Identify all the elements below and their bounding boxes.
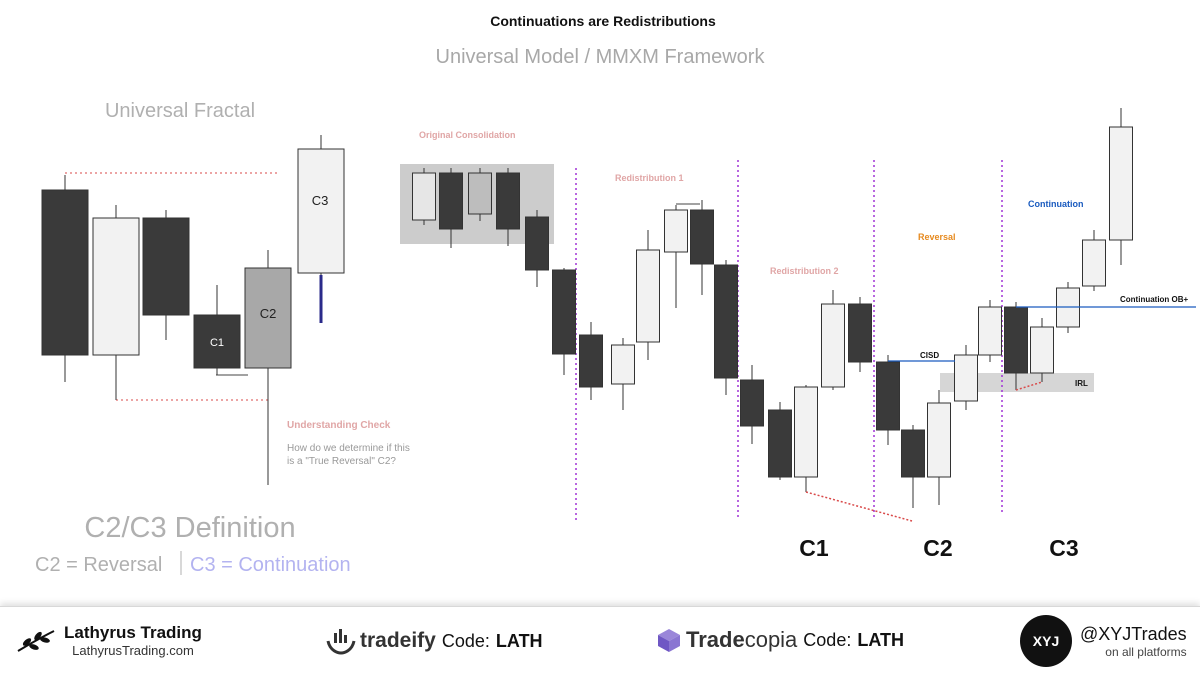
chart-candle-body-8 [611,344,635,385]
phase-label-reversal: Reversal [918,232,956,242]
xyj-logo-text: XYJ [1032,633,1060,649]
tradecopia-code: LATH [857,629,904,650]
tradeify-logo-icon [326,629,356,655]
sweep-dotted-line [805,491,913,522]
irl-sweep-dotted-line [1015,381,1043,391]
diagram-canvas: Continuations are Redistributions Univer… [35,13,1196,576]
chart-label-c1: C1 [799,535,829,561]
chart-candle-body-9 [636,249,660,343]
chart-candle-body-14 [768,409,792,478]
mmxm-candles [412,108,1133,508]
tradecopia-name-a: Trade [686,627,745,652]
fractal-candle-body-3 [142,217,190,316]
definition-c2: C2 = Reversal [35,554,162,576]
chart-candle-body-21 [954,354,978,402]
xyj-handle: @XYJTrades [1080,623,1187,644]
chart-candle-body-2 [439,172,463,230]
fractal-candle-body-5 [244,267,292,369]
chart-candle-body-12 [714,264,738,379]
understanding-check-line-2: is a "True Reversal" C2? [287,456,396,467]
chart-candle-body-5 [525,216,549,271]
fractal-label-c1: C1 [210,337,224,349]
phase-label-continuation: Continuation [1028,199,1084,209]
irl-zone [940,373,1094,392]
marker-irl: IRL [1075,379,1088,388]
chart-candle-body-3 [468,172,492,215]
chart-candle-body-20 [927,402,951,478]
chart-label-c2: C2 [923,535,952,561]
fractal-candle-body-1 [41,189,89,356]
phase-label-redistribution-2: Redistribution 2 [770,266,839,276]
cube-logo-icon [658,629,680,652]
chart-candle-body-26 [1082,239,1106,287]
footer-bar: Lathyrus Trading LathyrusTrading.com tra… [0,606,1200,676]
xyj-sub: on all platforms [1105,644,1187,659]
understanding-check-title: Understanding Check [287,420,391,431]
leaf-branch-icon [17,629,55,652]
phase-label-redistribution-1: Redistribution 1 [615,173,684,183]
xyj-avatar: XYJ [1020,615,1072,667]
tradeify-code: LATH [495,630,543,651]
chart-candle-body-10 [664,209,688,253]
understanding-check-line-1: How do we determine if this [287,443,410,454]
footer-xyj[interactable]: XYJ @XYJTrades on all platforms [1020,615,1187,667]
marker-continuation-ob: Continuation OB+ [1120,295,1189,304]
chart-candle-body-19 [901,429,925,478]
footer-tradecopia[interactable]: Trade copia Code: LATH [656,627,904,653]
chart-candle-body-13 [740,379,764,427]
definition-title: C2/C3 Definition [84,512,295,544]
footer-tradeify[interactable]: tradeify Code: LATH [326,627,543,655]
tradecopia-name-b: copia [744,627,798,652]
chart-candle-body-11 [690,209,714,265]
chart-candle-body-23 [1004,306,1028,374]
chart-candle-body-18 [876,361,900,431]
chart-candle-body-4 [496,172,520,230]
tradecopia-code-label: Code: [803,629,852,650]
tradeify-name: tradeify [360,629,436,652]
chart-candle-body-24 [1030,326,1054,374]
fractal-candle-body-6 [297,148,345,274]
fractal-label-c3: C3 [312,193,329,208]
page-title: Continuations are Redistributions [490,13,716,29]
fractal-candles [41,135,345,485]
lathyrus-url[interactable]: LathyrusTrading.com [72,643,194,658]
fractal-candle-body-4 [193,314,241,369]
chart-label-c3: C3 [1049,535,1078,561]
fractal-candle-body-2 [92,217,140,356]
chart-candle-body-6 [552,269,576,355]
chart-candle-body-15 [794,386,818,478]
page-subtitle: Universal Model / MMXM Framework [436,46,766,68]
definition-c3: C3 = Continuation [190,554,351,576]
chart-candle-body-7 [579,334,603,388]
phase-label-original-consolidation: Original Consolidation [419,130,516,140]
lathyrus-name: Lathyrus Trading [64,623,202,642]
fractal-label-c2: C2 [260,306,277,321]
chart-candle-body-17 [848,303,872,363]
chart-candle-body-22 [978,306,1002,356]
tradeify-code-label: Code: [441,630,490,651]
footer-lathyrus[interactable]: Lathyrus Trading LathyrusTrading.com [16,623,202,658]
fractal-title: Universal Fractal [105,100,255,122]
chart-candle-body-1 [412,172,436,221]
marker-cisd: CISD [920,351,939,360]
chart-candle-body-27 [1109,126,1133,241]
chart-candle-body-16 [821,303,845,388]
